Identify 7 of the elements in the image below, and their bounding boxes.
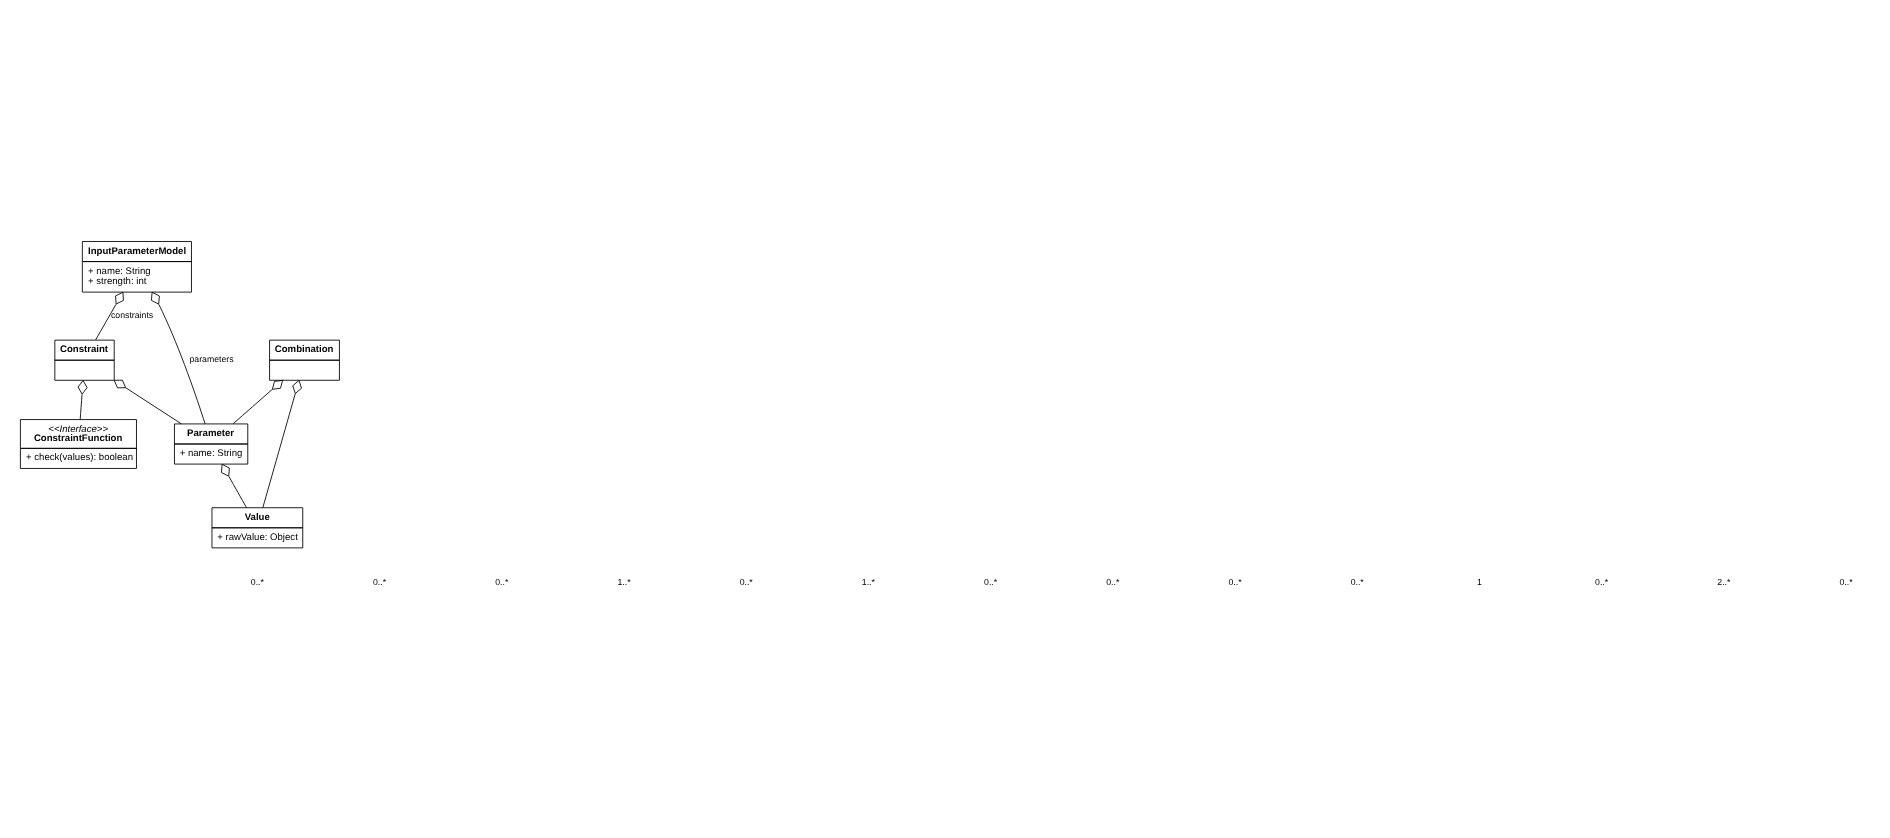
connector [221, 462, 247, 508]
connector [113, 378, 182, 424]
connector [95, 290, 124, 340]
connector [77, 379, 88, 419]
connector [262, 379, 302, 508]
connector [150, 290, 206, 424]
connector [232, 378, 284, 424]
